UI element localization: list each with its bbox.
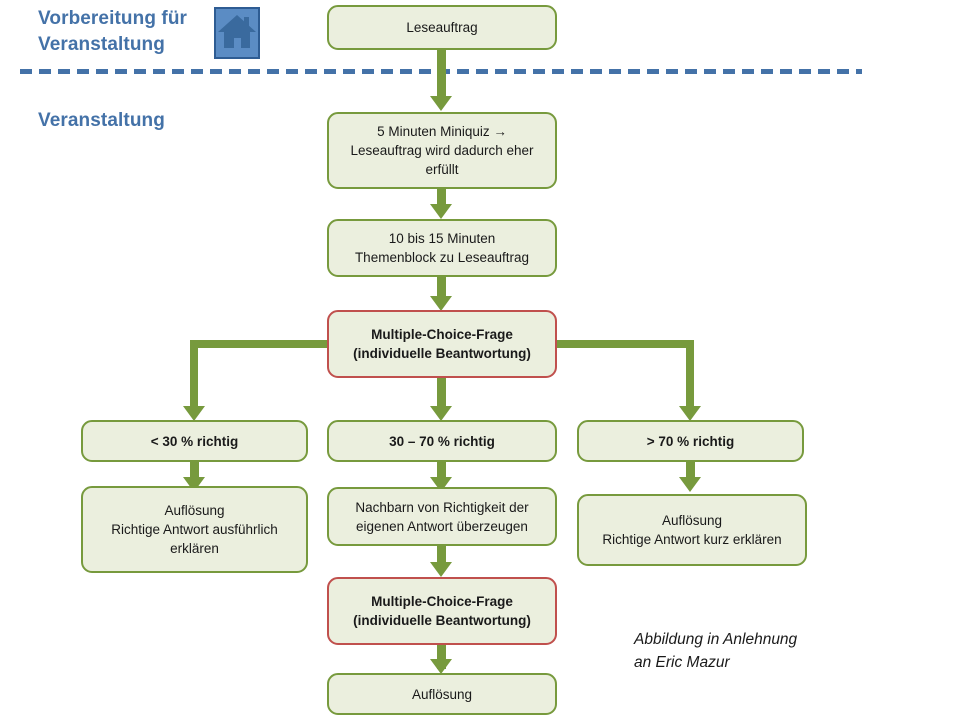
- node-miniquiz[interactable]: 5 Minuten Miniquiz → Leseauftrag wird da…: [327, 112, 557, 189]
- node-result-high[interactable]: Auflösung Richtige Antwort kurz erklären: [577, 494, 807, 566]
- connector-miniquiz-to-themenblock: [437, 188, 446, 209]
- node-mc-frage-1[interactable]: Multiple-Choice-Frage (individuelle Bean…: [327, 310, 557, 378]
- arrow-mc1-to-branch-high: [679, 406, 701, 421]
- node-result-low[interactable]: Auflösung Richtige Antwort ausführlich e…: [81, 486, 308, 573]
- connector-branch-high-to-result: [686, 461, 695, 485]
- figure-caption: Abbildung in Anlehnung an Eric Mazur: [634, 631, 798, 671]
- node-result-mid[interactable]: Nachbarn von Richtigkeit der eigenen Ant…: [327, 487, 557, 546]
- node-branch-high[interactable]: > 70 % richtig: [577, 420, 804, 462]
- arrow-leseauftrag-to-miniquiz: [430, 96, 452, 111]
- node-leseauftrag[interactable]: Leseauftrag: [327, 5, 557, 50]
- connector-result-mid-to-mc2: [437, 546, 446, 570]
- connector-leseauftrag-to-miniquiz: [437, 50, 446, 98]
- connector-mc2-to-aufloesung: [437, 645, 446, 669]
- node-aufloesung-final[interactable]: Auflösung: [327, 673, 557, 715]
- arrow-themenblock-to-mc1: [430, 296, 452, 311]
- node-branch-mid[interactable]: 30 – 70 % richtig: [327, 420, 557, 462]
- arrow-miniquiz-to-themenblock: [430, 204, 452, 219]
- connector-mc1-to-branch-mid: [437, 378, 446, 414]
- connector-mc1-left-horizontal: [190, 340, 335, 348]
- node-themenblock[interactable]: 10 bis 15 Minuten Themenblock zu Leseauf…: [327, 219, 557, 277]
- connector-mc1-right-horizontal: [551, 340, 694, 348]
- arrow-mc2-to-aufloesung: [430, 659, 452, 674]
- page-title-preparation: Vorbereitung für Veranstaltung: [38, 8, 188, 55]
- house-icon: [214, 7, 260, 59]
- connector-branch-low-to-result: [190, 461, 199, 485]
- connector-themenblock-to-mc1: [437, 277, 446, 303]
- arrow-result-mid-to-mc2: [430, 562, 452, 577]
- page-title-event: Veranstaltung: [38, 110, 165, 131]
- arrow-mc1-to-branch-mid: [430, 406, 452, 421]
- connector-branch-mid-to-result: [437, 461, 446, 485]
- node-mc-frage-2[interactable]: Multiple-Choice-Frage (individuelle Bean…: [327, 577, 557, 645]
- arrow-branch-high-to-result: [679, 477, 701, 492]
- connector-mc1-right-vertical: [686, 340, 694, 414]
- node-branch-low[interactable]: < 30 % richtig: [81, 420, 308, 462]
- connector-mc1-left-vertical: [190, 340, 198, 414]
- arrow-mc1-to-branch-low: [183, 406, 205, 421]
